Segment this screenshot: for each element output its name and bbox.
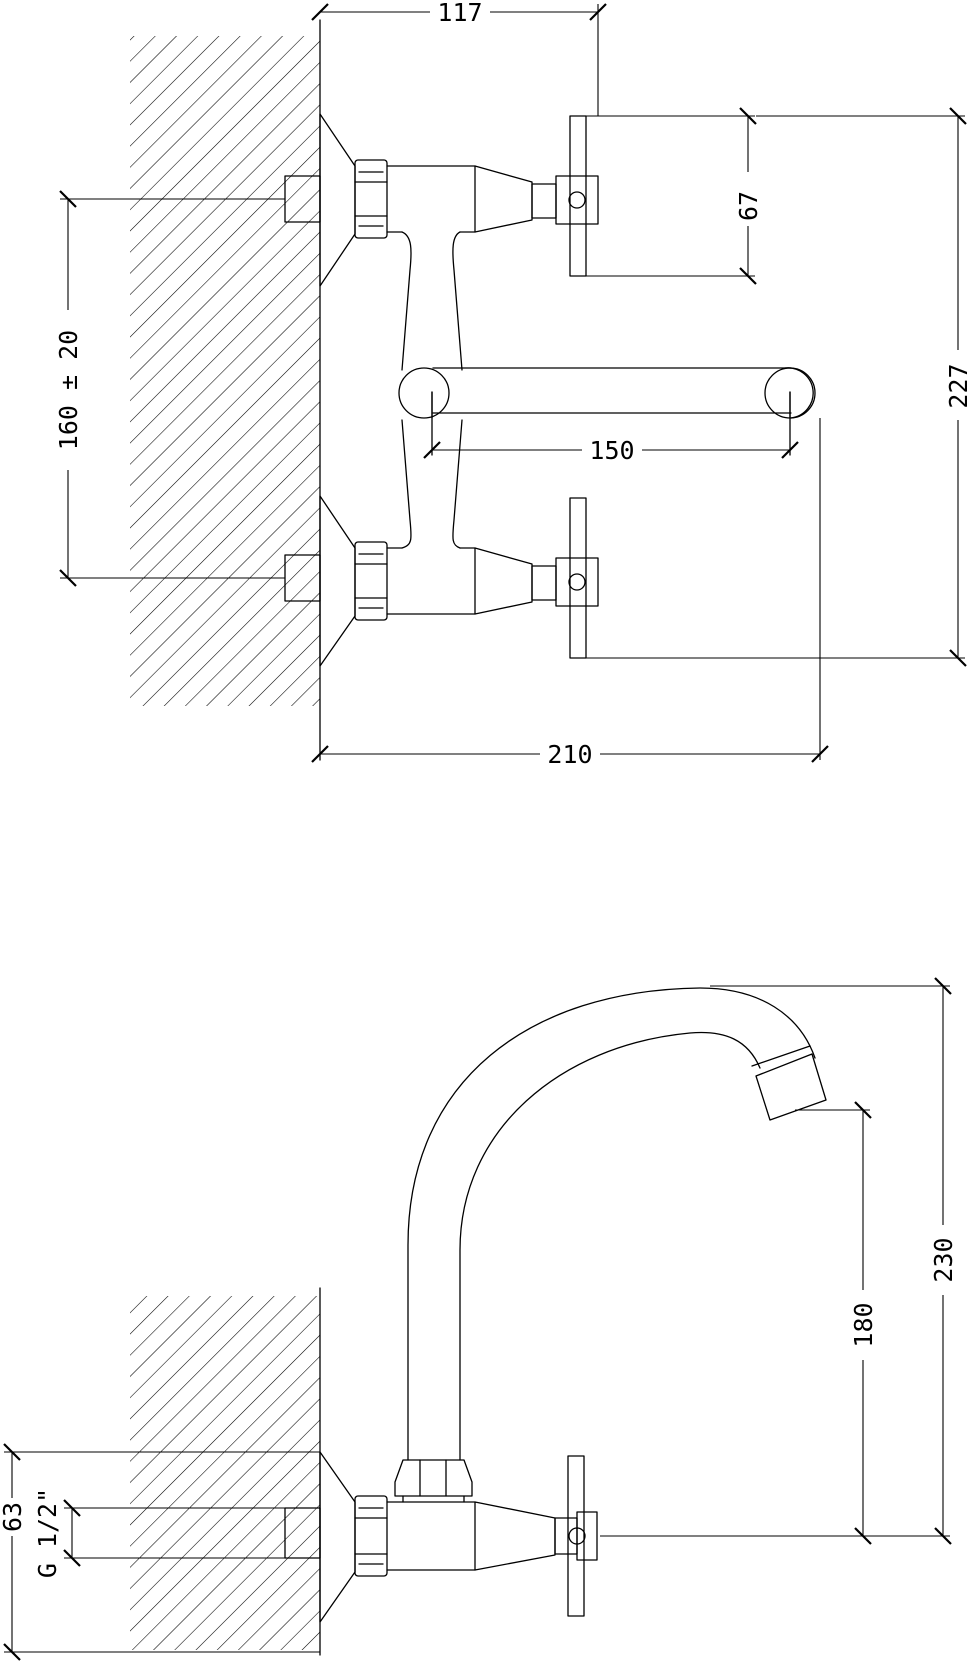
front-view: 117 67 227 xyxy=(54,0,973,769)
dim-67: 67 xyxy=(570,107,763,285)
side-handle-block xyxy=(554,1517,578,1555)
upper-valve-cone xyxy=(474,165,533,233)
curved-spout xyxy=(407,987,816,1461)
dim-227-label: 227 xyxy=(944,363,973,408)
upper-handle-screw xyxy=(568,191,586,209)
upper-escutcheon xyxy=(319,113,356,287)
side-cross-handle xyxy=(567,1455,585,1617)
dim-210: 210 xyxy=(311,418,829,769)
dim-67-label: 67 xyxy=(734,191,763,221)
dim-180-label: 180 xyxy=(849,1302,878,1347)
dim-117: 117 xyxy=(311,0,607,116)
dim-thread: G 1/2" xyxy=(33,1488,285,1578)
side-handle-screw xyxy=(568,1527,586,1545)
dim-230-label: 230 xyxy=(929,1237,958,1282)
upper-handle-hub xyxy=(555,175,599,225)
wall-hatch-top xyxy=(130,36,320,706)
upper-handle-block xyxy=(531,183,557,219)
side-valve-cone xyxy=(474,1501,556,1571)
dim-150: 150 xyxy=(423,436,799,465)
dim-150-label: 150 xyxy=(589,436,634,465)
lower-valve-cone xyxy=(474,547,533,615)
upper-hex-nut xyxy=(354,159,388,239)
spout-base-nut xyxy=(394,1459,473,1503)
mixer-body xyxy=(401,231,463,549)
lower-handle-block xyxy=(531,565,557,601)
side-handle-hub xyxy=(576,1511,598,1561)
lower-escutcheon xyxy=(319,495,356,667)
wall-hatch-bottom xyxy=(130,1296,320,1650)
dim-160-label: 160 ± 20 xyxy=(54,330,83,450)
lower-cross-handle xyxy=(569,497,587,659)
lower-handle-hub xyxy=(555,557,599,607)
dim-180: 180 xyxy=(600,1101,878,1545)
dim-thread-label: G 1/2" xyxy=(33,1488,62,1578)
dim-230: 230 xyxy=(710,977,958,1545)
dim-160: 160 ± 20 xyxy=(54,190,285,587)
dim-117-label: 117 xyxy=(437,0,482,27)
dim-63: 63 xyxy=(0,1443,320,1661)
spout-aerator xyxy=(755,1053,827,1121)
side-view: 180 230 63 G 1/ xyxy=(0,977,958,1661)
dim-210-label: 210 xyxy=(547,740,592,769)
lower-hex-nut xyxy=(354,541,388,621)
side-hex-nut xyxy=(354,1495,388,1577)
lower-handle-screw xyxy=(568,573,586,591)
dim-63-label: 63 xyxy=(0,1502,27,1532)
dim-227: 227 xyxy=(586,107,973,667)
side-escutcheon xyxy=(319,1451,356,1623)
spout-front xyxy=(398,367,816,456)
